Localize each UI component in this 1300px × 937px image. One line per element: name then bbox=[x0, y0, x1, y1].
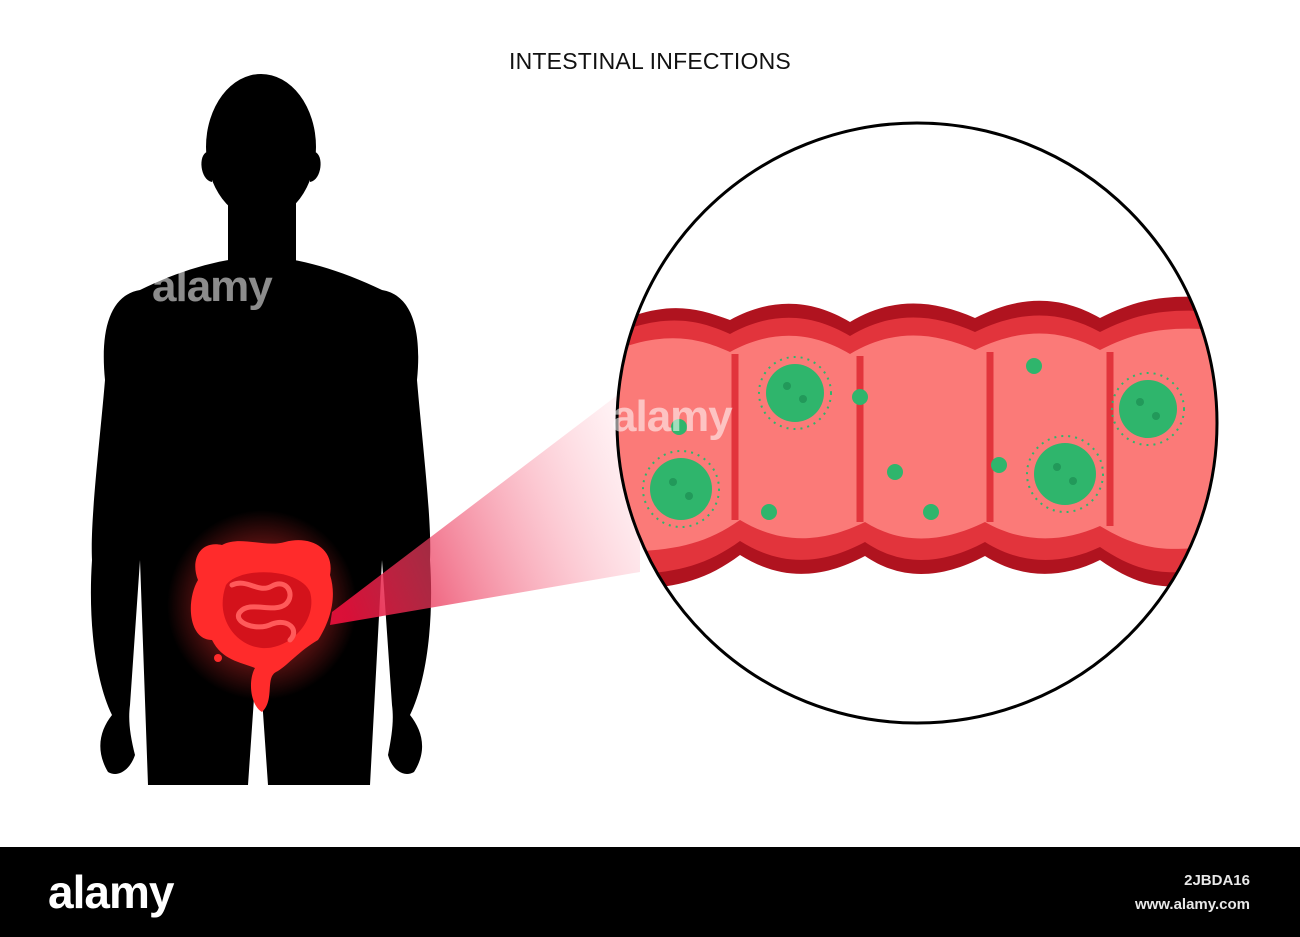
magnified-view bbox=[615, 121, 1219, 725]
diagram-title: INTESTINAL INFECTIONS bbox=[509, 48, 791, 74]
magnify-beam bbox=[330, 378, 640, 625]
image-id: 2JBDA16 bbox=[1184, 872, 1250, 889]
intestines-icon bbox=[190, 540, 333, 712]
lens-outline bbox=[615, 121, 1219, 725]
watermark-bar: alamy 2JBDA16 www.alamy.com bbox=[0, 847, 1300, 937]
virus-icon bbox=[642, 356, 1185, 528]
alamy-logo: alamy bbox=[48, 866, 174, 918]
image-id-block: 2JBDA16 www.alamy.com bbox=[1135, 869, 1250, 917]
illustration bbox=[90, 74, 1219, 785]
watermark-logo: alamy bbox=[152, 262, 273, 311]
site-url: www.alamy.com bbox=[1134, 896, 1250, 913]
watermark-logo: alamy bbox=[612, 392, 733, 441]
